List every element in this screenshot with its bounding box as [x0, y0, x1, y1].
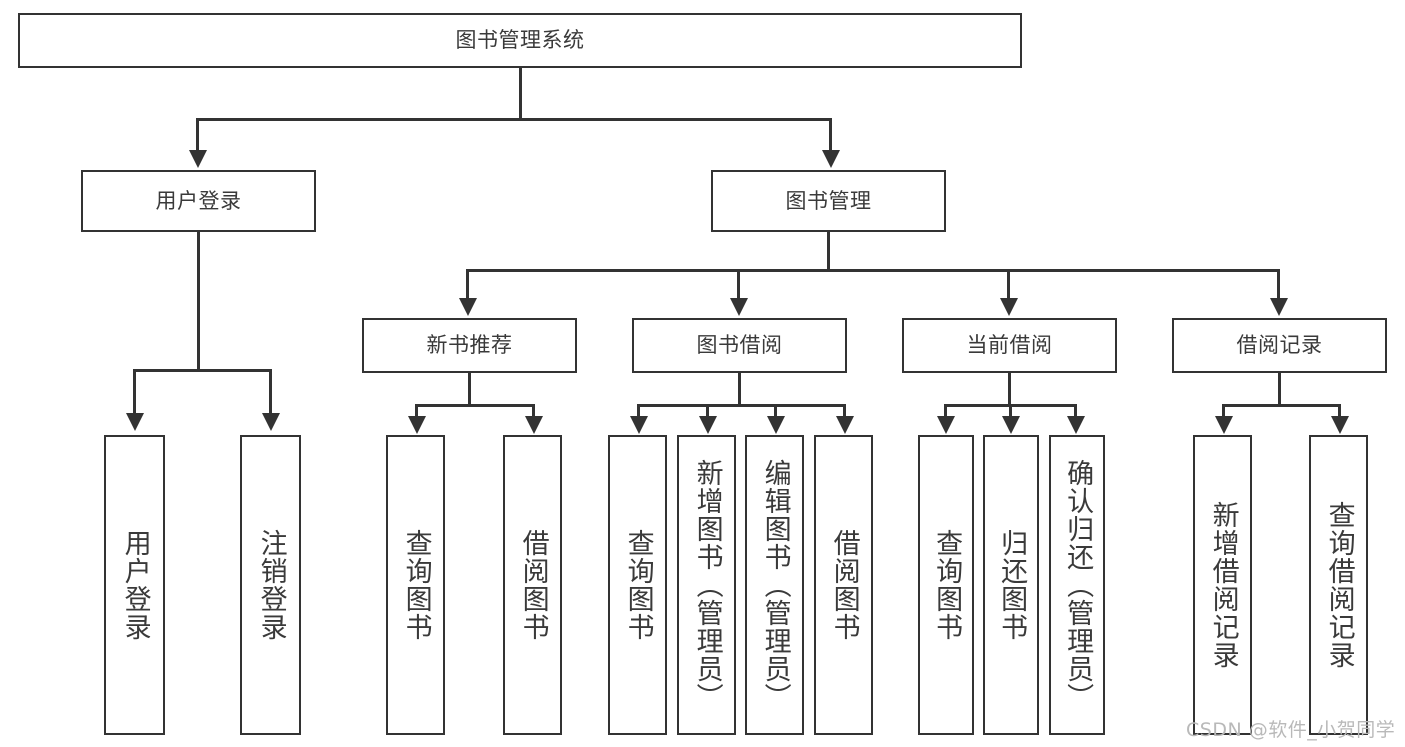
node-label: 查询借阅记录 — [1323, 501, 1355, 669]
connector-borrow-bus — [637, 404, 843, 407]
node-label: 借阅图书 — [828, 529, 860, 641]
node-label: 用户登录 — [119, 529, 151, 641]
connector-level3-drop-4 — [1277, 269, 1280, 301]
leaf-user-login-logout[interactable]: 注销登录 — [240, 435, 301, 735]
arrow-record-2 — [1331, 416, 1349, 434]
leaf-current-return-book[interactable]: 归还图书 — [983, 435, 1039, 735]
leaf-user-login-login[interactable]: 用户登录 — [104, 435, 165, 735]
connector-current-stem — [1008, 373, 1011, 407]
connector-record-drop-2 — [1338, 404, 1341, 420]
node-label: 编辑图书（管理员） — [759, 459, 791, 711]
connector-user-login-stem — [197, 232, 200, 372]
connector-recommend-drop-1 — [415, 404, 418, 420]
arrow-borrow-1 — [630, 416, 648, 434]
leaf-recommend-borrow-book[interactable]: 借阅图书 — [503, 435, 562, 735]
connector-record-drop-1 — [1222, 404, 1225, 420]
arrow-borrow-2 — [699, 416, 717, 434]
arrow-current-1 — [937, 416, 955, 434]
connector-recommend-drop-2 — [532, 404, 535, 420]
connector-user-login-drop-2 — [269, 369, 272, 417]
arrow-current-2 — [1002, 416, 1020, 434]
leaf-current-query-book[interactable]: 查询图书 — [918, 435, 974, 735]
connector-record-bus — [1222, 404, 1341, 407]
arrow-current-3 — [1067, 416, 1085, 434]
node-label: 新增借阅记录 — [1207, 501, 1239, 669]
connector-user-login-bus — [133, 369, 269, 372]
leaf-borrow-borrow-book[interactable]: 借阅图书 — [814, 435, 873, 735]
csdn-watermark: CSDN @软件_小贺同学 — [1186, 719, 1396, 741]
arrow-level3-2 — [730, 298, 748, 316]
connector-book-mgmt-stem — [827, 232, 830, 272]
connector-level2-bus — [196, 118, 832, 121]
node-label: 当前借阅 — [966, 333, 1053, 358]
arrow-user-login-2 — [262, 413, 280, 431]
arrow-recommend-2 — [525, 416, 543, 434]
connector-current-drop-1 — [944, 404, 947, 420]
connector-record-stem — [1278, 373, 1281, 407]
arrow-level3-3 — [1000, 298, 1018, 316]
arrow-level3-4 — [1270, 298, 1288, 316]
node-label: 注销登录 — [255, 529, 287, 641]
node-label: 查询图书 — [400, 529, 432, 641]
arrow-level2-2 — [822, 150, 840, 168]
connector-level2-drop-2 — [829, 118, 832, 152]
arrow-record-1 — [1215, 416, 1233, 434]
arrow-level3-1 — [459, 298, 477, 316]
connector-root-stem — [519, 68, 522, 120]
arrow-level2-1 — [189, 150, 207, 168]
node-label: 确认归还（管理员） — [1062, 459, 1094, 711]
connector-borrow-drop-3 — [774, 404, 777, 420]
node-label: 用户登录 — [155, 188, 242, 213]
connector-level3-bus — [466, 269, 1279, 272]
connector-borrow-drop-4 — [843, 404, 846, 420]
node-label: 新书推荐 — [426, 333, 513, 358]
node-label: 新增图书（管理员） — [691, 459, 723, 711]
node-label: 图书借阅 — [696, 333, 783, 358]
leaf-recommend-query-book[interactable]: 查询图书 — [386, 435, 445, 735]
node-label: 查询图书 — [931, 529, 963, 641]
leaf-record-add-borrow-record[interactable]: 新增借阅记录 — [1193, 435, 1252, 735]
node-label: 借阅记录 — [1236, 333, 1323, 358]
leaf-current-confirm-return-admin[interactable]: 确认归还（管理员） — [1049, 435, 1105, 735]
node-borrow-record[interactable]: 借阅记录 — [1172, 318, 1387, 373]
node-user-login[interactable]: 用户登录 — [81, 170, 316, 232]
node-label: 查询图书 — [622, 529, 654, 641]
connector-user-login-drop-1 — [133, 369, 136, 417]
connector-level3-drop-3 — [1007, 269, 1010, 301]
connector-level3-drop-2 — [737, 269, 740, 301]
connector-borrow-drop-2 — [706, 404, 709, 420]
connector-level3-drop-1 — [466, 269, 469, 301]
connector-borrow-drop-1 — [637, 404, 640, 420]
connector-borrow-stem — [738, 373, 741, 407]
connector-current-drop-3 — [1074, 404, 1077, 420]
node-label: 借阅图书 — [517, 529, 549, 641]
node-book-management[interactable]: 图书管理 — [711, 170, 946, 232]
node-label: 图书管理 — [785, 188, 872, 213]
leaf-borrow-query-book[interactable]: 查询图书 — [608, 435, 667, 735]
arrow-user-login-1 — [126, 413, 144, 431]
node-root-book-management-system[interactable]: 图书管理系统 — [18, 13, 1022, 68]
arrow-borrow-3 — [767, 416, 785, 434]
connector-level2-drop-1 — [196, 118, 199, 152]
leaf-borrow-add-book-admin[interactable]: 新增图书（管理员） — [677, 435, 736, 735]
connector-recommend-bus — [415, 404, 535, 407]
arrow-recommend-1 — [408, 416, 426, 434]
arrow-borrow-4 — [836, 416, 854, 434]
node-label: 图书管理系统 — [455, 28, 585, 53]
node-current-borrow[interactable]: 当前借阅 — [902, 318, 1117, 373]
connector-recommend-stem — [468, 373, 471, 407]
connector-current-drop-2 — [1009, 404, 1012, 420]
node-book-borrow[interactable]: 图书借阅 — [632, 318, 847, 373]
node-new-book-recommend[interactable]: 新书推荐 — [362, 318, 577, 373]
leaf-record-query-borrow-record[interactable]: 查询借阅记录 — [1309, 435, 1368, 735]
node-label: 归还图书 — [996, 529, 1028, 641]
leaf-borrow-edit-book-admin[interactable]: 编辑图书（管理员） — [745, 435, 804, 735]
